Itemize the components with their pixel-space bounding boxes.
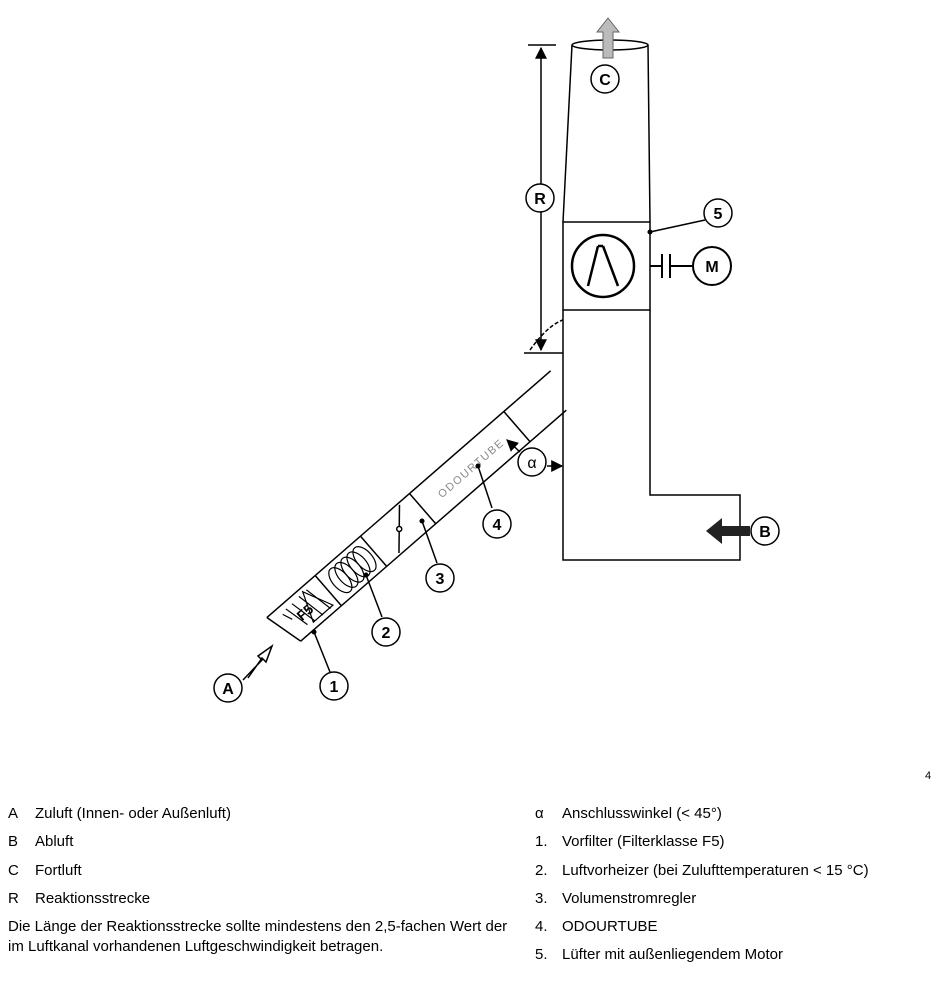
svg-text:2: 2 xyxy=(382,625,391,642)
legend-text: Anschlusswinkel (< 45°) xyxy=(562,805,722,822)
legend-text: Lüfter mit außenliegendem Motor xyxy=(562,946,783,964)
legend-text: Volumenstromregler xyxy=(562,889,697,907)
svg-text:A: A xyxy=(222,681,234,698)
label-c: C xyxy=(599,72,611,89)
legend-text: Fortluft xyxy=(35,861,82,879)
note-text: Die Länge der Reaktionsstrecke sollte mi… xyxy=(8,918,508,956)
legend-key: 1. xyxy=(535,833,548,851)
legend-key: C xyxy=(8,861,19,879)
svg-text:B: B xyxy=(759,524,771,541)
legend-text: Luftvorheizer (bei Zulufttemperaturen < … xyxy=(562,861,869,879)
fan-icon xyxy=(570,233,636,299)
legend-key: B xyxy=(8,833,19,851)
arrow-a-icon: A xyxy=(213,643,274,703)
svg-text:5: 5 xyxy=(714,206,723,223)
arrow-b-icon: B xyxy=(706,516,780,546)
svg-text:1: 1 xyxy=(330,679,339,696)
callout-2: 2 xyxy=(363,572,401,647)
damper-icon xyxy=(395,504,403,554)
angle-alpha: α xyxy=(506,439,564,477)
ventilation-diagram: C R M 5 F5 ODOURTUBE xyxy=(213,17,780,703)
legend-key: 2. xyxy=(535,861,548,879)
legend-key: 5. xyxy=(535,946,548,964)
svg-text:4: 4 xyxy=(493,517,502,534)
legend-key: 3. xyxy=(535,889,548,907)
exhaust-stack xyxy=(562,39,741,561)
legend-key: 4. xyxy=(535,918,548,935)
heater-coil-icon xyxy=(328,546,377,594)
supply-duct: F5 ODOURTUBE xyxy=(266,370,567,642)
legend-text: Zuluft (Innen- oder Außenluft) xyxy=(35,805,231,822)
legend-right: α Anschlusswinkel (< 45°) 1. Vorfilter (Fi… xyxy=(535,804,869,974)
callout-3: 3 xyxy=(419,518,455,593)
callout-5: 5 xyxy=(647,198,733,235)
legend-key: A xyxy=(8,805,19,822)
legend-text: Abluft xyxy=(35,833,74,851)
page-number: 4 xyxy=(925,770,932,782)
reaction-distance-dimension: R xyxy=(524,44,563,354)
filter-icon: F5 xyxy=(282,589,335,626)
motor-icon: M xyxy=(650,246,732,286)
legend-text: Reaktionsstrecke xyxy=(35,889,151,907)
label-m: M xyxy=(705,259,718,276)
legend-key: R xyxy=(8,889,19,907)
legend-text: ODOURTUBE xyxy=(562,918,658,935)
callout-1: 1 xyxy=(311,629,349,701)
label-r: R xyxy=(534,191,546,208)
callout-4: 4 xyxy=(475,463,512,539)
legend-text: Vorfilter (Filterklasse F5) xyxy=(562,833,725,851)
svg-text:α: α xyxy=(527,455,536,472)
legend-key: α xyxy=(535,805,544,822)
arrow-c-icon: C xyxy=(590,17,621,94)
odourtube-label: ODOURTUBE xyxy=(436,437,507,501)
svg-text:3: 3 xyxy=(436,571,445,588)
